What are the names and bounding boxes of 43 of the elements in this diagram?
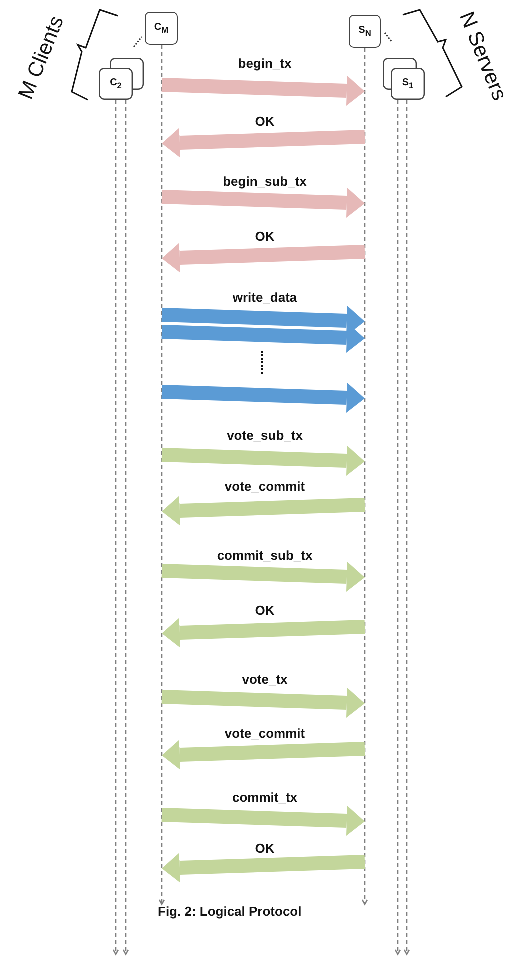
lifeline [123,100,129,955]
message-label: begin_tx [238,56,292,71]
message-arrow [162,383,365,413]
message-arrow [162,562,365,592]
message-label: vote_sub_tx [227,428,303,443]
lifeline [404,100,410,955]
participant-label: C$_{M}$ [154,22,169,35]
message-label: begin_sub_tx [223,174,307,189]
message-arrow [162,496,366,526]
message-arrow [162,446,365,476]
participant-label: C$_{2}$ [110,78,122,90]
group-label: N Servers [454,8,510,102]
message-arrow [162,188,365,218]
figure-caption: Fig. 2: Logical Protocol [158,904,302,919]
message-label: vote_commit [224,479,306,494]
stacked-participant-box [99,58,143,100]
message-arrow [162,740,366,770]
message-label: OK [255,229,275,244]
lifeline [159,45,165,905]
participant-label: S$_{N}$ [358,25,372,38]
message-arrow [162,853,366,883]
message-label: OK [255,603,275,618]
lifeline [113,100,119,955]
participant-box [145,12,178,45]
message-label: vote_tx [242,672,288,687]
message-arrow [162,243,366,273]
message-label: vote_commit [224,726,306,741]
message-label: commit_sub_tx [217,548,313,563]
lifeline [395,100,401,955]
message-arrow [162,76,365,106]
message-label: OK [255,841,275,856]
participant-box [349,15,381,48]
stacked-participant-box [382,58,425,100]
message-arrow [162,323,365,353]
message-arrow [162,806,365,836]
message-arrow [162,688,365,718]
participant-label: S$_{1}$ [402,78,414,90]
message-label: OK [255,114,275,129]
message-label: commit_tx [232,790,298,805]
lifeline [362,48,368,905]
message-arrow [162,618,366,648]
group-label: M Clients [14,12,70,104]
message-label: write_data [232,290,298,305]
